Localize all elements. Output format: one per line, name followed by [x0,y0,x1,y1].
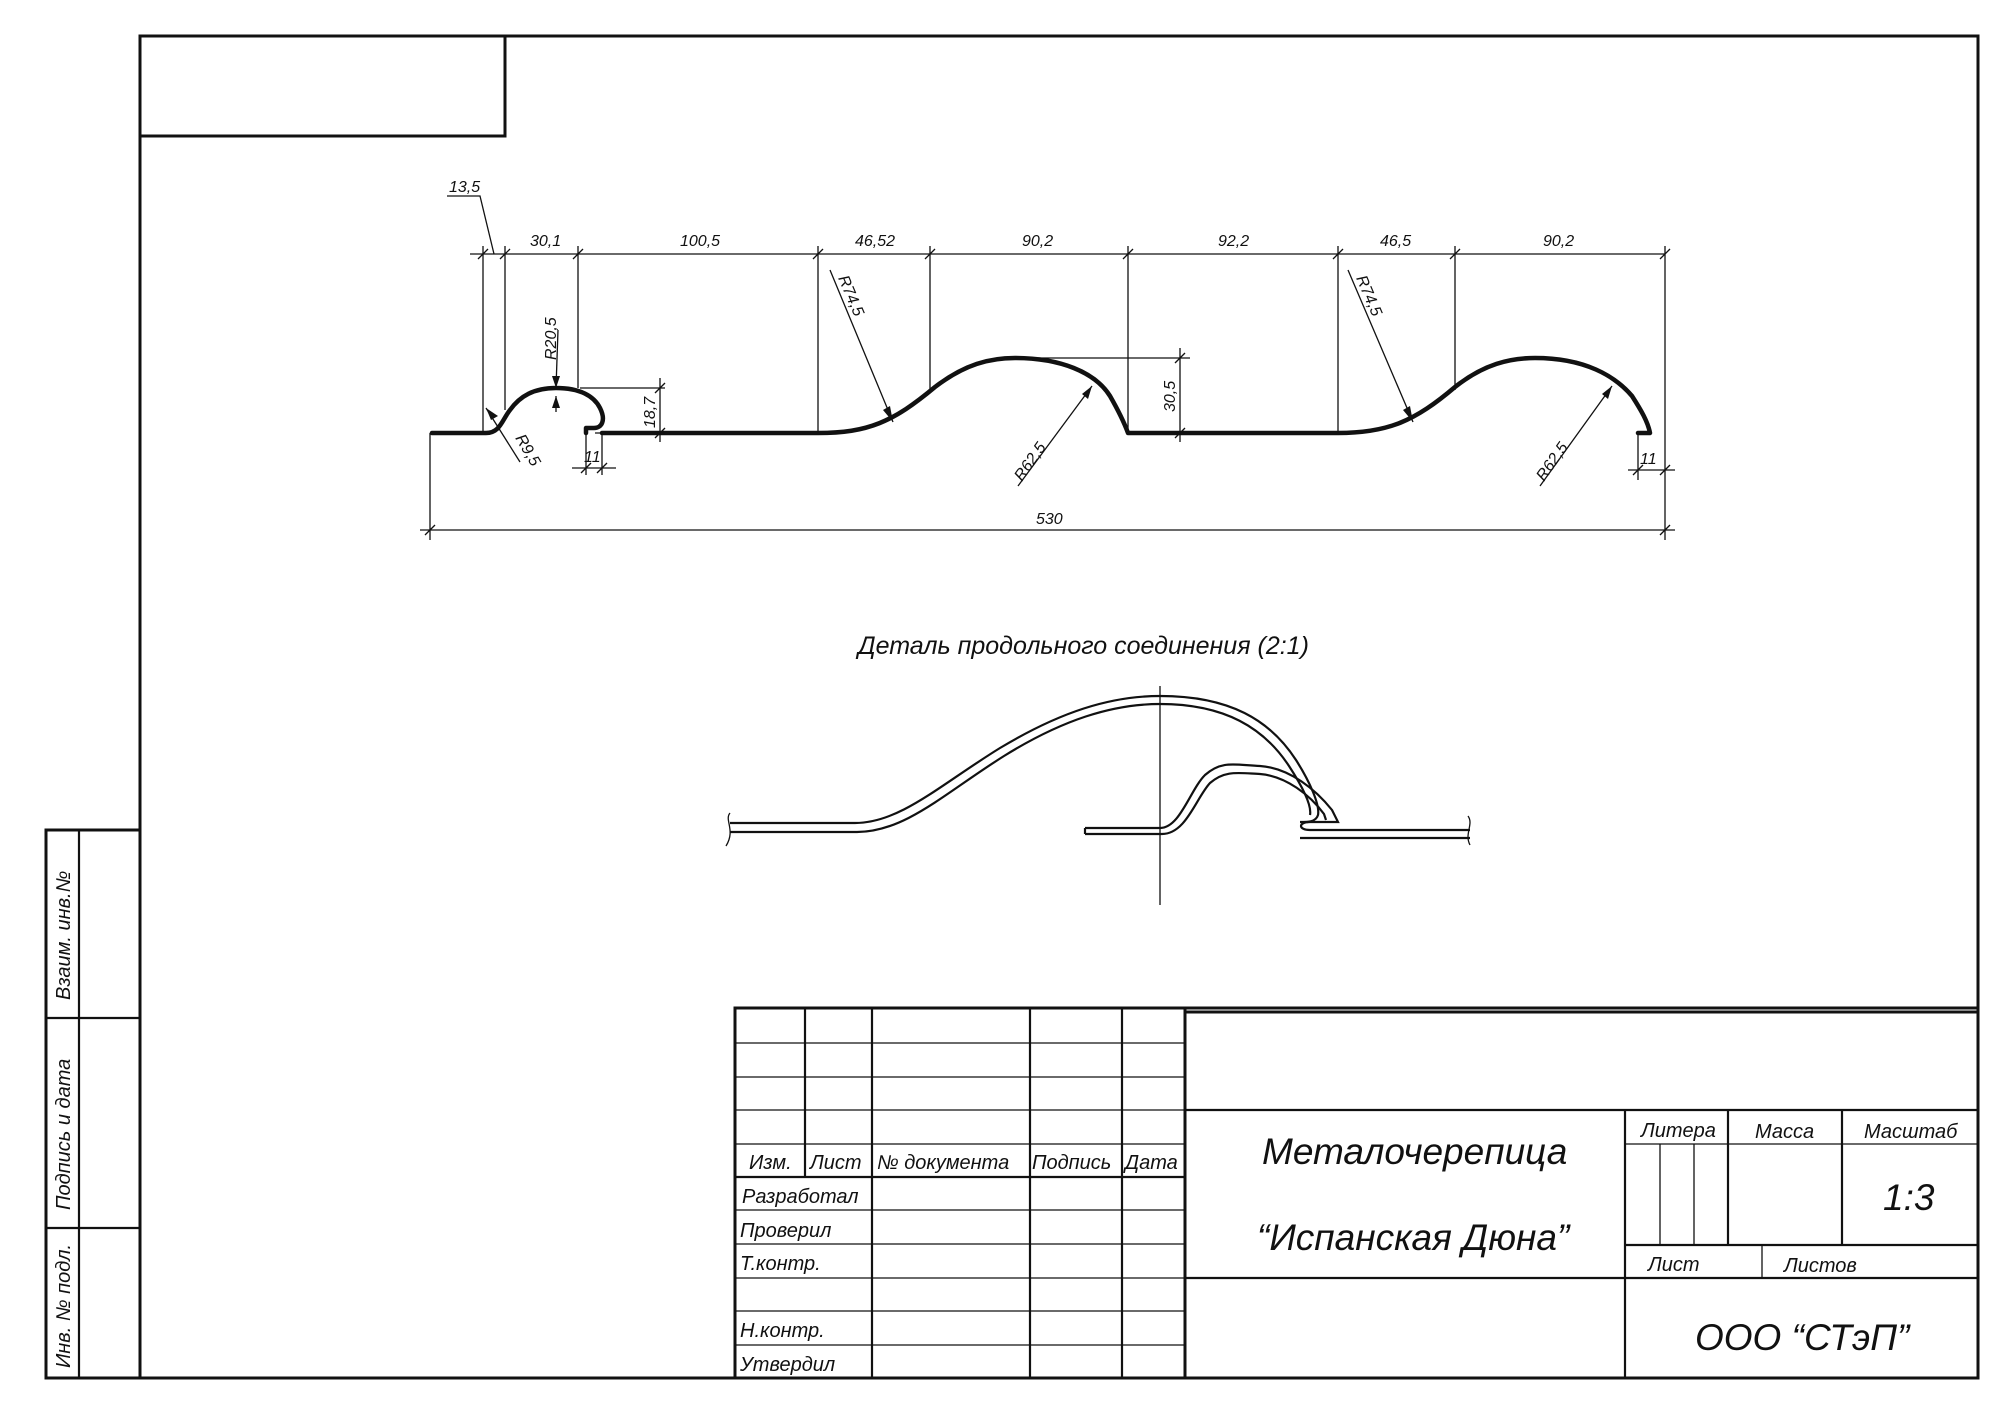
dim-r62-5-left: R62,5 [1011,439,1049,484]
dimension-lines [420,195,1675,540]
main-profile [429,355,1653,436]
tb-company: ООО “СТэП” [1695,1317,1911,1358]
tb-tkontr: Т.контр. [740,1253,821,1275]
dim-11-right: 11 [1640,451,1657,468]
dim-90-2-left: 90,2 [1022,233,1053,250]
tb-proveril: Проверил [740,1220,831,1242]
tb-utverdil: Утвердил [739,1354,835,1376]
tb-razrabotal: Разработал [742,1186,859,1208]
tb-doc: № документа [877,1152,1009,1174]
side-stamp: Взаим. инв.№ Подпись и дата Инв. № подл. [44,828,142,1380]
dimension-texts: 13,5 30,1 100,5 46,52 90,2 92,2 46,5 90,… [449,179,1657,528]
tb-scale: 1:3 [1883,1177,1935,1218]
dim-90-2-right: 90,2 [1543,233,1574,250]
tb-sheets: Листов [1782,1255,1857,1277]
dim-11-left: 11 [584,449,601,466]
dim-r74-5-left: R74,5 [834,273,866,319]
tb-litera: Литера [1639,1120,1716,1142]
dim-r74-5-right: R74,5 [1352,273,1384,319]
tb-massa: Масса [1755,1121,1814,1143]
tb-izm: Изм. [749,1152,792,1174]
dim-r62-5-right: R62,5 [1533,439,1571,484]
dim-18-7: 18,7 [642,396,659,428]
side-vzaim-label: Взаим. инв.№ [53,871,75,1000]
dim-r20-5: R20,5 [543,317,560,360]
profile-part-main [599,355,1653,436]
side-inv-label: Инв. № подл. [53,1244,75,1368]
dim-46-52: 46,52 [855,233,895,250]
side-podpis-label: Подпись и дата [53,1059,75,1210]
dim-530: 530 [1036,511,1063,528]
dim-100-5: 100,5 [680,233,720,250]
tb-title-line2: “Испанская Дюна” [1257,1217,1571,1258]
tb-title-line1: Металочерепица [1262,1131,1567,1172]
title-block: Изм. Лист № документа Подпись Дата Разра… [733,1006,1980,1380]
tb-podpis: Подпись [1032,1152,1111,1174]
tb-data: Дата [1123,1152,1178,1174]
detail-caption: Деталь продольного соединения (2:1) [855,632,1309,660]
dim-13-5: 13,5 [449,179,480,196]
tb-nkontr: Н.контр. [740,1320,825,1342]
dim-30-5: 30,5 [1162,381,1179,412]
tb-sheet: Лист [1646,1254,1700,1276]
dim-92-2: 92,2 [1218,233,1249,250]
profile-part-left [429,385,606,436]
dim-r9-5: R9,5 [512,432,544,470]
dim-46-5: 46,5 [1380,233,1411,250]
tb-masshtab: Масштаб [1864,1121,1958,1143]
detail-view [725,686,1471,905]
dim-30-1: 30,1 [530,233,561,250]
tb-list: Лист [808,1152,862,1174]
